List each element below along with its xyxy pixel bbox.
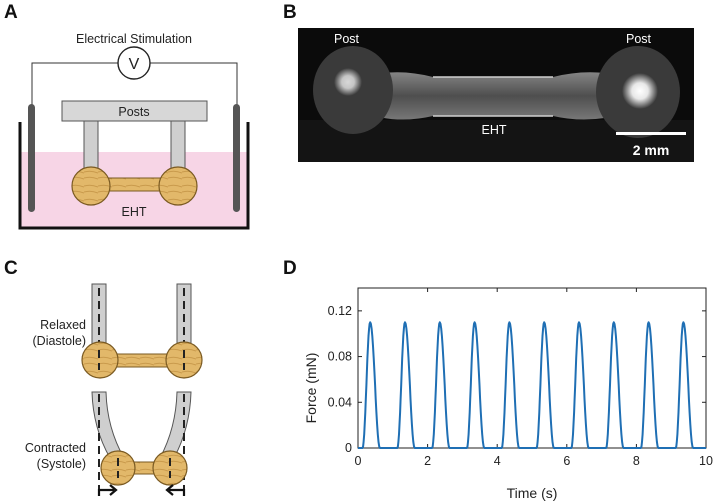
relaxed-label-line2: (Diastole) <box>33 334 87 348</box>
eht-label: EHT <box>482 123 507 137</box>
post-left-label: Post <box>334 32 360 46</box>
x-tick-label: 2 <box>424 454 431 468</box>
y-tick-label: 0 <box>345 441 352 455</box>
x-tick-label: 4 <box>494 454 501 468</box>
scale-bar <box>616 132 686 135</box>
panel-label-d: D <box>283 258 297 279</box>
force-trace-line <box>358 321 706 449</box>
stimulation-label: Electrical Stimulation <box>76 32 192 46</box>
y-tick-label: 0.12 <box>328 304 352 318</box>
plot-frame <box>357 287 707 449</box>
relaxed-eht-right-knob <box>165 341 203 379</box>
posts-holder <box>61 100 208 122</box>
contracted-eht-left-knob <box>100 450 136 486</box>
panel-label-a: A <box>4 2 18 23</box>
panel-label-b: B <box>283 2 297 23</box>
culture-dish <box>18 122 250 230</box>
panel-b-microscopy-image: Post Post EHT 2 mm <box>298 28 694 162</box>
eht-left-knob <box>71 166 111 206</box>
panel-c-contraction-diagram: Relaxed (Diastole) Contracted (Systole) <box>25 283 203 496</box>
x-tick-label: 8 <box>633 454 640 468</box>
y-tick-label: 0.04 <box>328 395 352 409</box>
eht-label: EHT <box>122 205 147 219</box>
voltmeter-circle <box>117 46 151 80</box>
y-tick-label: 0.08 <box>328 350 352 364</box>
voltmeter-symbol: V <box>129 56 140 73</box>
left-displacement-arrow <box>97 484 118 496</box>
contracted-left-post <box>91 391 125 459</box>
x-axis-label: Time (s) <box>507 485 558 501</box>
contracted-eht-right-knob <box>152 450 188 486</box>
right-displacement-arrow <box>165 484 186 496</box>
left-post-glow <box>334 68 362 96</box>
panel-label-c: C <box>4 258 18 279</box>
scale-bar-label: 2 mm <box>633 142 670 158</box>
x-tick-label: 10 <box>699 454 713 468</box>
eht-tissue-edge <box>433 76 553 117</box>
post-right-label: Post <box>626 32 652 46</box>
contracted-label-line2: (Systole) <box>37 457 86 471</box>
eht-tissue-strip <box>368 72 623 120</box>
stimulation-wire <box>31 62 238 107</box>
eht-right-knob <box>158 166 198 206</box>
posts-label: Posts <box>118 105 149 119</box>
contracted-right-post <box>159 391 192 459</box>
x-tick-label: 0 <box>355 454 362 468</box>
panel-a-setup-diagram: Electrical Stimulation V Posts EHT <box>18 32 250 230</box>
x-tick-label: 6 <box>563 454 570 468</box>
relaxed-eht-left-knob <box>81 341 119 379</box>
panel-d-force-chart: Force (mN) Time (s) 0 2 4 6 8 10 0 0.04 0.08 0.12 <box>303 287 713 501</box>
right-post-glow <box>622 73 658 109</box>
left-electrode <box>28 104 35 212</box>
y-axis-label: Force (mN) <box>303 353 319 424</box>
contracted-label-line1: Contracted <box>25 441 86 455</box>
right-electrode <box>233 104 240 212</box>
relaxed-label-line1: Relaxed <box>40 318 86 332</box>
